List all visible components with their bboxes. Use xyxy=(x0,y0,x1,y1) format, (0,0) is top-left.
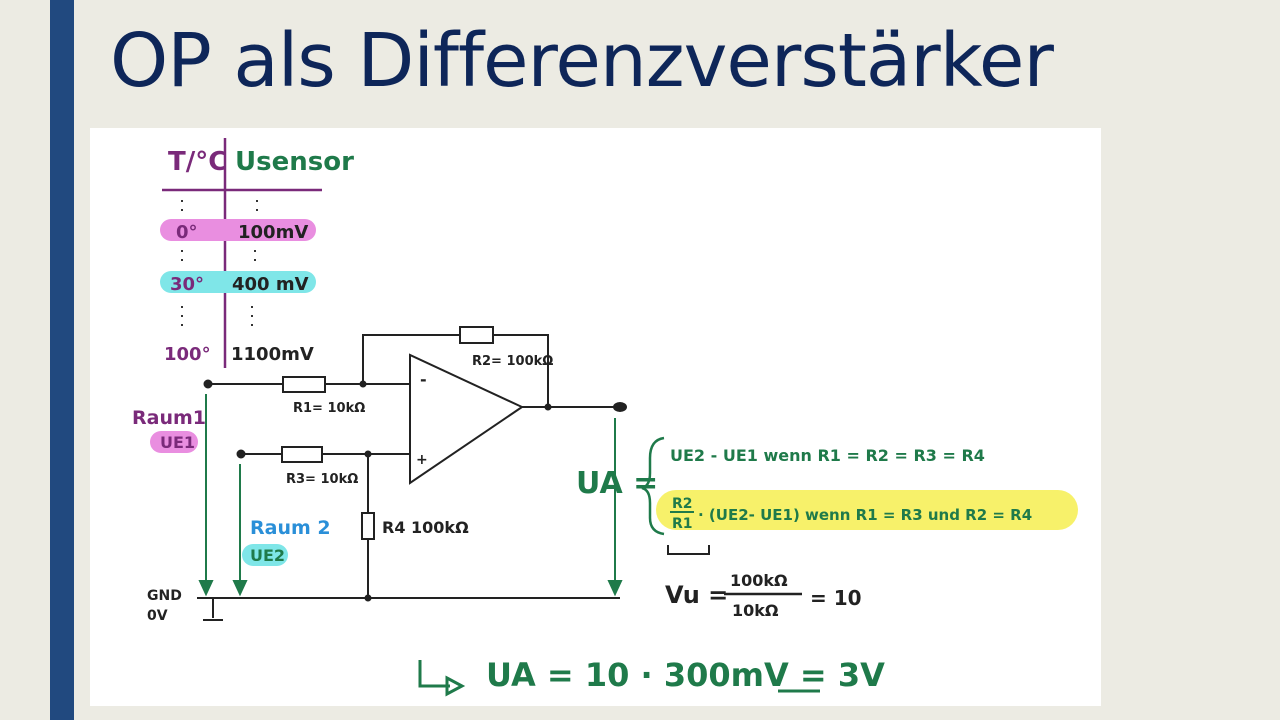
label-r2: R2= 100kΩ xyxy=(472,354,553,369)
formula-case1: UE2 - UE1 wenn R1 = R2 = R3 = R4 xyxy=(670,446,985,465)
opamp-plus: + xyxy=(416,452,428,468)
sensor-table: T/°C Usensor 0° 100mV 30° 400 mV 100° 11… xyxy=(160,138,354,368)
table-header-temp: T/°C xyxy=(168,147,227,177)
row-temp-1: 30° xyxy=(170,274,204,295)
node-output-terminal xyxy=(613,402,627,412)
result-arrow-head xyxy=(445,675,466,697)
label-zero-v: 0V xyxy=(147,608,168,624)
slide-accent-bar xyxy=(50,0,74,720)
result-arrow-stem xyxy=(418,660,450,688)
row-temp-2: 100° xyxy=(164,344,211,365)
feedback-wire-left xyxy=(362,334,460,384)
node-r4 xyxy=(364,450,372,458)
label-raum2: Raum 2 xyxy=(250,517,331,539)
table-header-voltage: Usensor xyxy=(235,147,354,177)
formula-case2-den: R1 xyxy=(672,516,693,532)
case2-highlight xyxy=(656,490,1078,530)
resistor-r1 xyxy=(282,376,326,393)
case-brace xyxy=(641,436,665,536)
arrow-ue2-head xyxy=(232,580,248,597)
row-voltage-0: 100mV xyxy=(238,222,308,243)
row-highlight-cyan xyxy=(160,271,316,293)
case-formulas: UE2 - UE1 wenn R1 = R2 = R3 = R4 R2 R1 ·… xyxy=(641,436,1078,536)
formula-case2-rest: · (UE2- UE1) wenn R1 = R3 und R2 = R4 xyxy=(698,506,1032,524)
feedback-wire-right xyxy=(493,334,549,407)
label-ue1: UE1 xyxy=(160,433,195,452)
formula-vu-result: = 10 xyxy=(810,586,862,610)
opamp-triangle xyxy=(409,353,525,485)
formula-vu-label: Vu = xyxy=(665,581,728,609)
arrow-ua-head xyxy=(607,580,623,597)
label-gnd: GND xyxy=(147,588,182,604)
node-input1 xyxy=(203,379,213,389)
slide-title: OP als Differenzverstärker xyxy=(110,18,1054,104)
row-highlight-pink xyxy=(160,219,316,241)
arrow-ue1-head xyxy=(198,580,214,597)
resistor-r2 xyxy=(459,326,494,344)
voltage-arrows xyxy=(198,394,623,597)
resistor-r3 xyxy=(281,446,323,463)
gain-formula: Vu = 100kΩ 10kΩ = 10 xyxy=(665,571,862,620)
whiteboard-drawing: T/°C Usensor 0° 100mV 30° 400 mV 100° 11… xyxy=(132,138,1078,697)
label-ua: UA = xyxy=(576,466,658,501)
whiteboard: T/°C Usensor 0° 100mV 30° 400 mV 100° 11… xyxy=(90,128,1101,706)
label-r1: R1= 10kΩ xyxy=(293,401,365,416)
label-r4: R4 100kΩ xyxy=(382,518,469,537)
node-feedback xyxy=(359,380,367,388)
label-ue2: UE2 xyxy=(250,546,285,565)
circuit xyxy=(197,326,627,621)
label-raum1: Raum1 xyxy=(132,407,206,429)
formula-result: UA = 10 · 300mV = 3V xyxy=(486,656,885,694)
label-r3: R3= 10kΩ xyxy=(286,472,358,487)
table-dots xyxy=(181,200,258,333)
resistor-r4 xyxy=(361,512,375,540)
node-output xyxy=(544,403,552,411)
node-input2 xyxy=(236,449,246,459)
formula-vu-num: 100kΩ xyxy=(730,571,788,590)
row-temp-0: 0° xyxy=(176,222,198,243)
gain-bracket xyxy=(667,545,710,555)
ue1-highlight xyxy=(150,431,198,453)
ue2-highlight xyxy=(242,544,288,566)
row-voltage-2: 1100mV xyxy=(231,344,314,365)
row-voltage-1: 400 mV xyxy=(232,274,309,295)
node-ground xyxy=(364,594,372,602)
opamp-minus: - xyxy=(420,370,427,389)
result-formula: UA = 10 · 300mV = 3V xyxy=(418,656,885,697)
formula-vu-den: 10kΩ xyxy=(732,601,779,620)
formula-case2-num: R2 xyxy=(672,496,693,512)
